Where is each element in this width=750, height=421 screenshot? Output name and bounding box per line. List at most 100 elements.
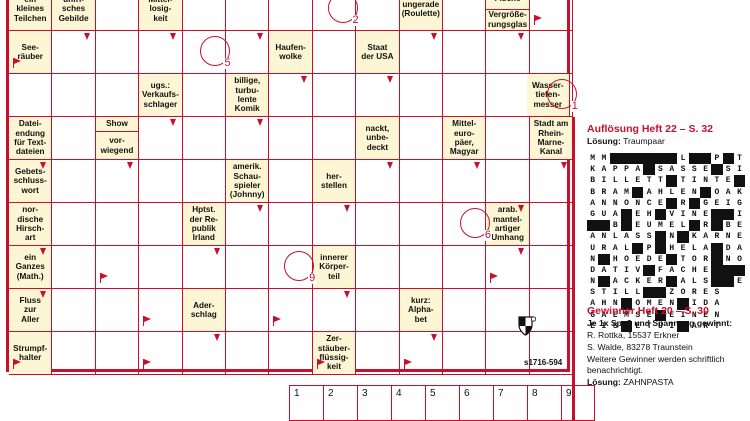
solution-cell: E: [635, 176, 641, 186]
grid-cell[interactable]: [312, 31, 357, 74]
grid-cell[interactable]: [182, 117, 226, 160]
grid-cell[interactable]: [529, 289, 574, 332]
grid-cell[interactable]: [95, 160, 140, 203]
grid-cell[interactable]: [443, 0, 487, 31]
grid-cell[interactable]: [399, 332, 443, 375]
grid-cell[interactable]: [269, 117, 313, 160]
grid-cell[interactable]: [486, 31, 530, 74]
grid-cell[interactable]: [139, 160, 183, 203]
grid-cell[interactable]: [226, 246, 270, 289]
grid-cell[interactable]: [269, 74, 313, 117]
grid-cell[interactable]: [443, 246, 487, 289]
grid-cell[interactable]: [399, 160, 443, 203]
grid-cell[interactable]: [95, 246, 140, 289]
grid-cell[interactable]: [312, 74, 357, 117]
grid-cell[interactable]: [356, 74, 400, 117]
grid-cell[interactable]: [52, 31, 96, 74]
grid-cell[interactable]: [312, 117, 357, 160]
grid-cell[interactable]: [269, 0, 313, 31]
grid-cell[interactable]: [529, 203, 574, 246]
grid-cell[interactable]: [529, 31, 574, 74]
grid-cell[interactable]: [486, 160, 530, 203]
grid-cell[interactable]: [529, 246, 574, 289]
grid-cell[interactable]: [269, 160, 313, 203]
solution-cell: I: [691, 299, 697, 309]
grid-cell[interactable]: [95, 289, 140, 332]
clue-line: (Math.): [16, 271, 44, 281]
grid-cell[interactable]: [312, 203, 357, 246]
grid-cell[interactable]: [95, 203, 140, 246]
grid-cell[interactable]: [399, 31, 443, 74]
grid-cell[interactable]: [399, 246, 443, 289]
grid-cell[interactable]: [356, 246, 400, 289]
grid-cell[interactable]: [52, 74, 96, 117]
answer-cell[interactable]: 6: [459, 385, 493, 421]
answer-cell[interactable]: 3: [357, 385, 391, 421]
grid-cell[interactable]: [443, 160, 487, 203]
grid-cell[interactable]: [226, 0, 270, 31]
grid-cell[interactable]: [486, 289, 530, 332]
grid-cell[interactable]: [182, 74, 226, 117]
grid-cell[interactable]: [139, 332, 183, 375]
grid-cell[interactable]: [443, 31, 487, 74]
grid-cell[interactable]: [312, 289, 357, 332]
grid-cell[interactable]: [486, 246, 530, 289]
grid-cell[interactable]: [486, 117, 530, 160]
grid-cell[interactable]: [269, 289, 313, 332]
grid-cell[interactable]: [52, 117, 96, 160]
grid-cell[interactable]: [529, 0, 574, 31]
grid-cell[interactable]: [52, 203, 96, 246]
grid-cell[interactable]: [356, 0, 400, 31]
grid-cell[interactable]: [182, 0, 226, 31]
grid-cell[interactable]: [182, 332, 226, 375]
solution-cell: A: [691, 321, 697, 331]
solution-cell: [722, 153, 734, 165]
grid-cell[interactable]: [226, 117, 270, 160]
grid-cell[interactable]: [182, 160, 226, 203]
answer-cell[interactable]: 1: [289, 385, 323, 421]
clue-c17: Mittel-euro-päer,Magyar: [443, 117, 487, 160]
grid-cell[interactable]: [226, 31, 270, 74]
grid-cell[interactable]: [226, 203, 270, 246]
grid-cell[interactable]: [52, 246, 96, 289]
grid-cell[interactable]: [486, 74, 530, 117]
grid-cell[interactable]: [443, 74, 487, 117]
grid-cell[interactable]: [356, 203, 400, 246]
grid-cell[interactable]: [95, 74, 140, 117]
answer-cell[interactable]: 9: [561, 385, 595, 421]
grid-cell[interactable]: [356, 289, 400, 332]
grid-cell[interactable]: [139, 31, 183, 74]
grid-cell[interactable]: [139, 289, 183, 332]
grid-cell[interactable]: [139, 246, 183, 289]
grid-cell[interactable]: [269, 203, 313, 246]
grid-cell[interactable]: [443, 332, 487, 375]
grid-cell[interactable]: [139, 203, 183, 246]
grid-cell[interactable]: [95, 31, 140, 74]
grid-cell[interactable]: [356, 160, 400, 203]
grid-cell[interactable]: [356, 332, 400, 375]
answer-cell[interactable]: 5: [425, 385, 459, 421]
grid-cell[interactable]: [139, 117, 183, 160]
grid-cell[interactable]: [226, 289, 270, 332]
answer-cell[interactable]: 2: [323, 385, 357, 421]
answer-cell[interactable]: 8: [527, 385, 561, 421]
solution-cell: [587, 220, 599, 232]
answer-cell[interactable]: 7: [493, 385, 527, 421]
grid-cell[interactable]: [52, 160, 96, 203]
answer-cell[interactable]: 4: [391, 385, 425, 421]
grid-cell[interactable]: [399, 74, 443, 117]
grid-cell[interactable]: [443, 289, 487, 332]
grid-cell[interactable]: [399, 203, 443, 246]
grid-cell[interactable]: [52, 289, 96, 332]
grid-cell[interactable]: [399, 117, 443, 160]
grid-cell[interactable]: [226, 332, 270, 375]
grid-cell[interactable]: [52, 332, 96, 375]
grid-cell[interactable]: [9, 74, 53, 117]
grid-cell[interactable]: [182, 246, 226, 289]
grid-cell[interactable]: [95, 332, 140, 375]
grid-cell[interactable]: [269, 332, 313, 375]
grid-cell[interactable]: [529, 332, 574, 375]
grid-cell[interactable]: [95, 0, 140, 31]
grid-cell[interactable]: [486, 332, 530, 375]
